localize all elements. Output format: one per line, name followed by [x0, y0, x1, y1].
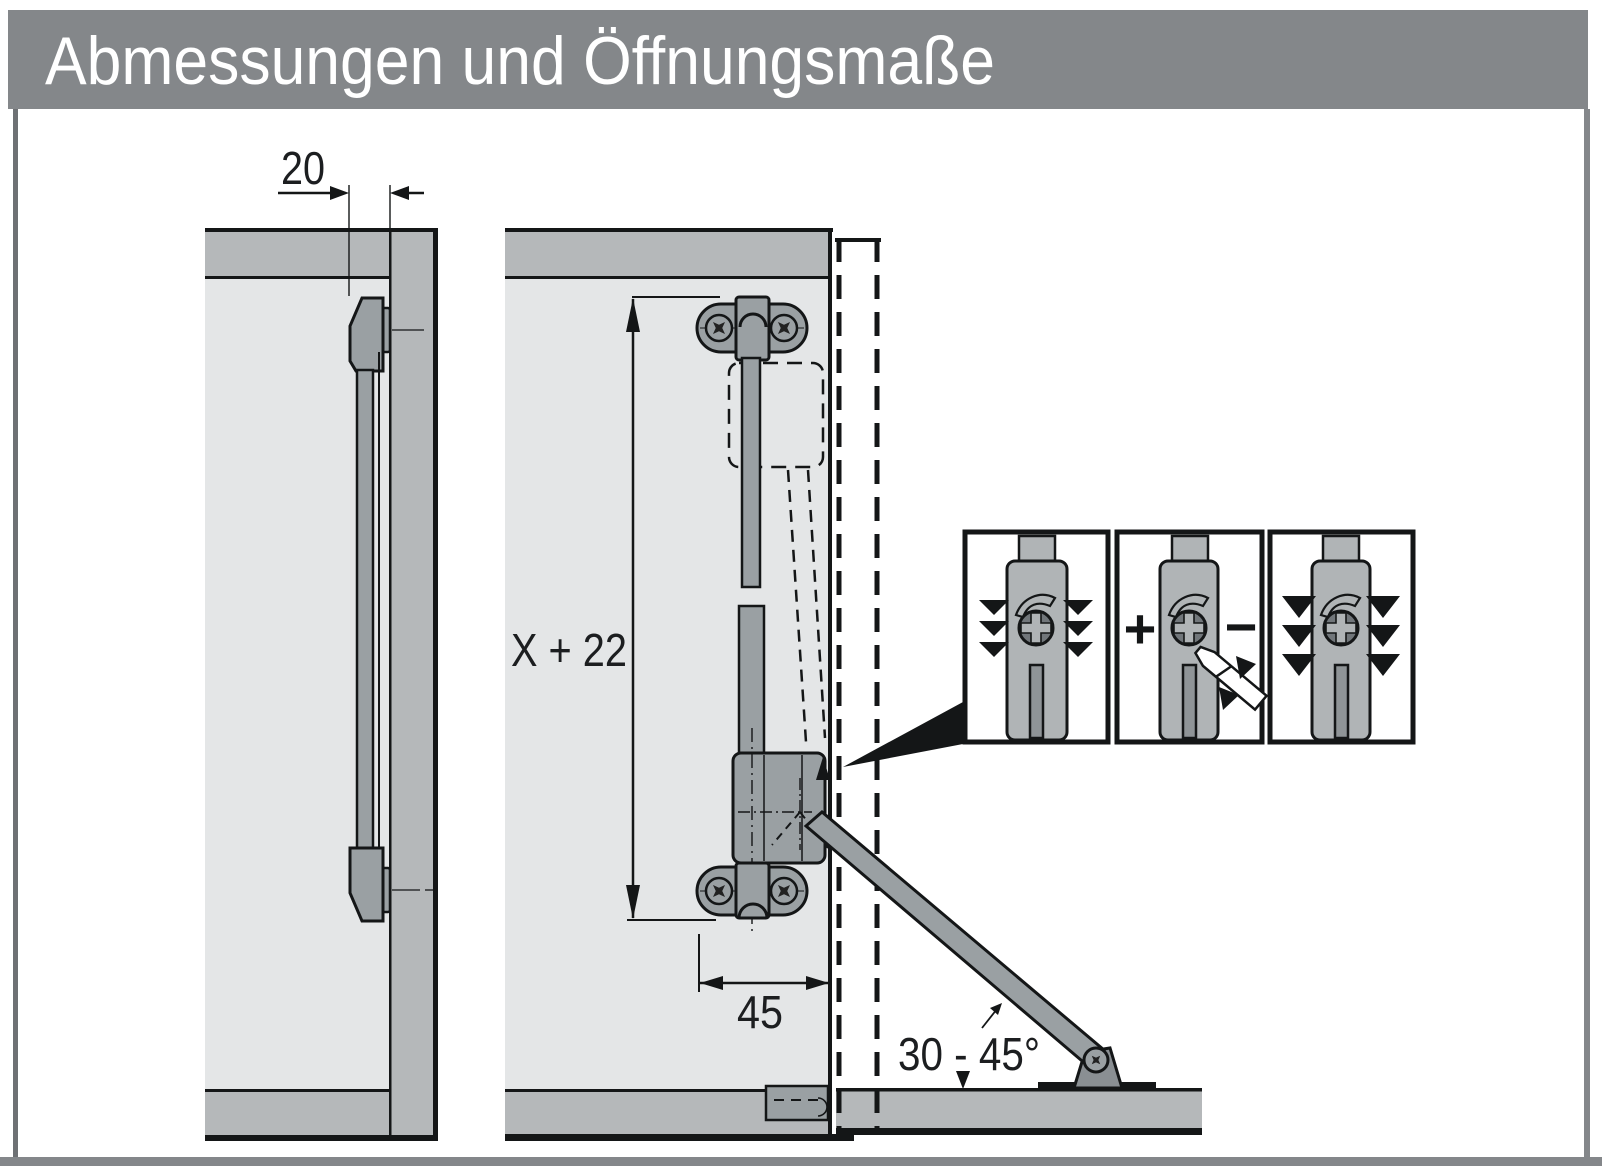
- left-border: [13, 109, 18, 1166]
- adjustment-arc-icon: [1167, 593, 1210, 619]
- top-panel: [505, 231, 830, 277]
- page-chrome: Abmessungen und Öffnungsmaße: [0, 10, 1602, 1166]
- lid-stay-side-profile: [348, 296, 434, 923]
- triple-arrow-down-icon: [979, 600, 1009, 657]
- bracket-bottom-side: [348, 846, 385, 923]
- page-title: Abmessungen und Öffnungsmaße: [45, 23, 995, 99]
- dimension-opening-angle: 30 - 45°: [898, 1003, 1040, 1089]
- stay-hidden-position-dashed: [727, 361, 827, 743]
- motion-arrow-up-icon: [816, 757, 830, 780]
- stay-rod-upper: [740, 356, 762, 589]
- side-view: 20: [205, 142, 438, 1141]
- top-mounting-bracket: [695, 295, 809, 362]
- rotate-arrowhead-icon: [1236, 656, 1256, 679]
- triple-arrow-down-large-icon: [1366, 596, 1400, 676]
- plus-symbol: +: [1124, 597, 1157, 660]
- slot: [1333, 663, 1350, 740]
- stay-bar-side: [355, 368, 375, 850]
- rod-clamp: [734, 295, 771, 362]
- rod-clamp: [734, 861, 771, 920]
- triple-arrow-down-large-icon: [1282, 596, 1316, 676]
- adjustment-arc-icon: [1014, 593, 1057, 619]
- detail-box-speed: [1267, 529, 1416, 745]
- title-bar: [8, 10, 1588, 109]
- arrowhead-left-icon: [390, 186, 409, 200]
- callout-pointer: [843, 702, 963, 767]
- closed-door-dashed-outline: [835, 238, 881, 1128]
- arrowhead-up-right-icon: [990, 1003, 1002, 1015]
- dimension-label-stay-length: X + 22: [511, 624, 627, 676]
- dimension-panel-offset: 20: [278, 142, 424, 296]
- stay-housing: [731, 728, 829, 932]
- arrowhead-down-icon: [956, 1071, 970, 1089]
- cabinet-interior: [505, 279, 828, 1092]
- slot: [1181, 663, 1198, 740]
- detail-box-adjust: + −: [1114, 529, 1269, 745]
- dimension-label-45: 45: [737, 986, 783, 1038]
- dimension-bottom-offset: 45: [698, 934, 829, 1038]
- minus-symbol: −: [1225, 595, 1258, 658]
- adjustment-arc-icon: [1319, 593, 1362, 619]
- dimension-stay-length: X + 22: [511, 296, 720, 921]
- screwdriver-icon: [1193, 645, 1269, 712]
- right-border: [1584, 109, 1590, 1166]
- triple-arrow-down-icon: [1063, 600, 1093, 657]
- arrowhead-right-icon: [806, 976, 829, 990]
- door-panel: [390, 231, 434, 1135]
- detail-box-friction: [962, 529, 1111, 745]
- dimension-label-20: 20: [281, 142, 325, 194]
- bottom-panel: [205, 1092, 390, 1135]
- slot: [1028, 663, 1045, 740]
- arrowhead-right-icon: [330, 186, 349, 200]
- arrowhead-down-icon: [626, 885, 640, 919]
- top-panel: [205, 231, 390, 277]
- arrowhead-left-icon: [700, 976, 723, 990]
- open-flap-panel: [836, 1091, 1202, 1129]
- footer-bar: [0, 1157, 1602, 1166]
- arrowhead-up-icon: [626, 298, 640, 332]
- front-view: X + 22 45 30 - 45°: [505, 228, 1202, 1141]
- bottom-mounting-bracket: [695, 861, 809, 920]
- cabinet-front-edge: [828, 228, 832, 1141]
- flap-bracket-hidden: [764, 1084, 830, 1122]
- rotate-arrowhead-icon: [1219, 687, 1239, 710]
